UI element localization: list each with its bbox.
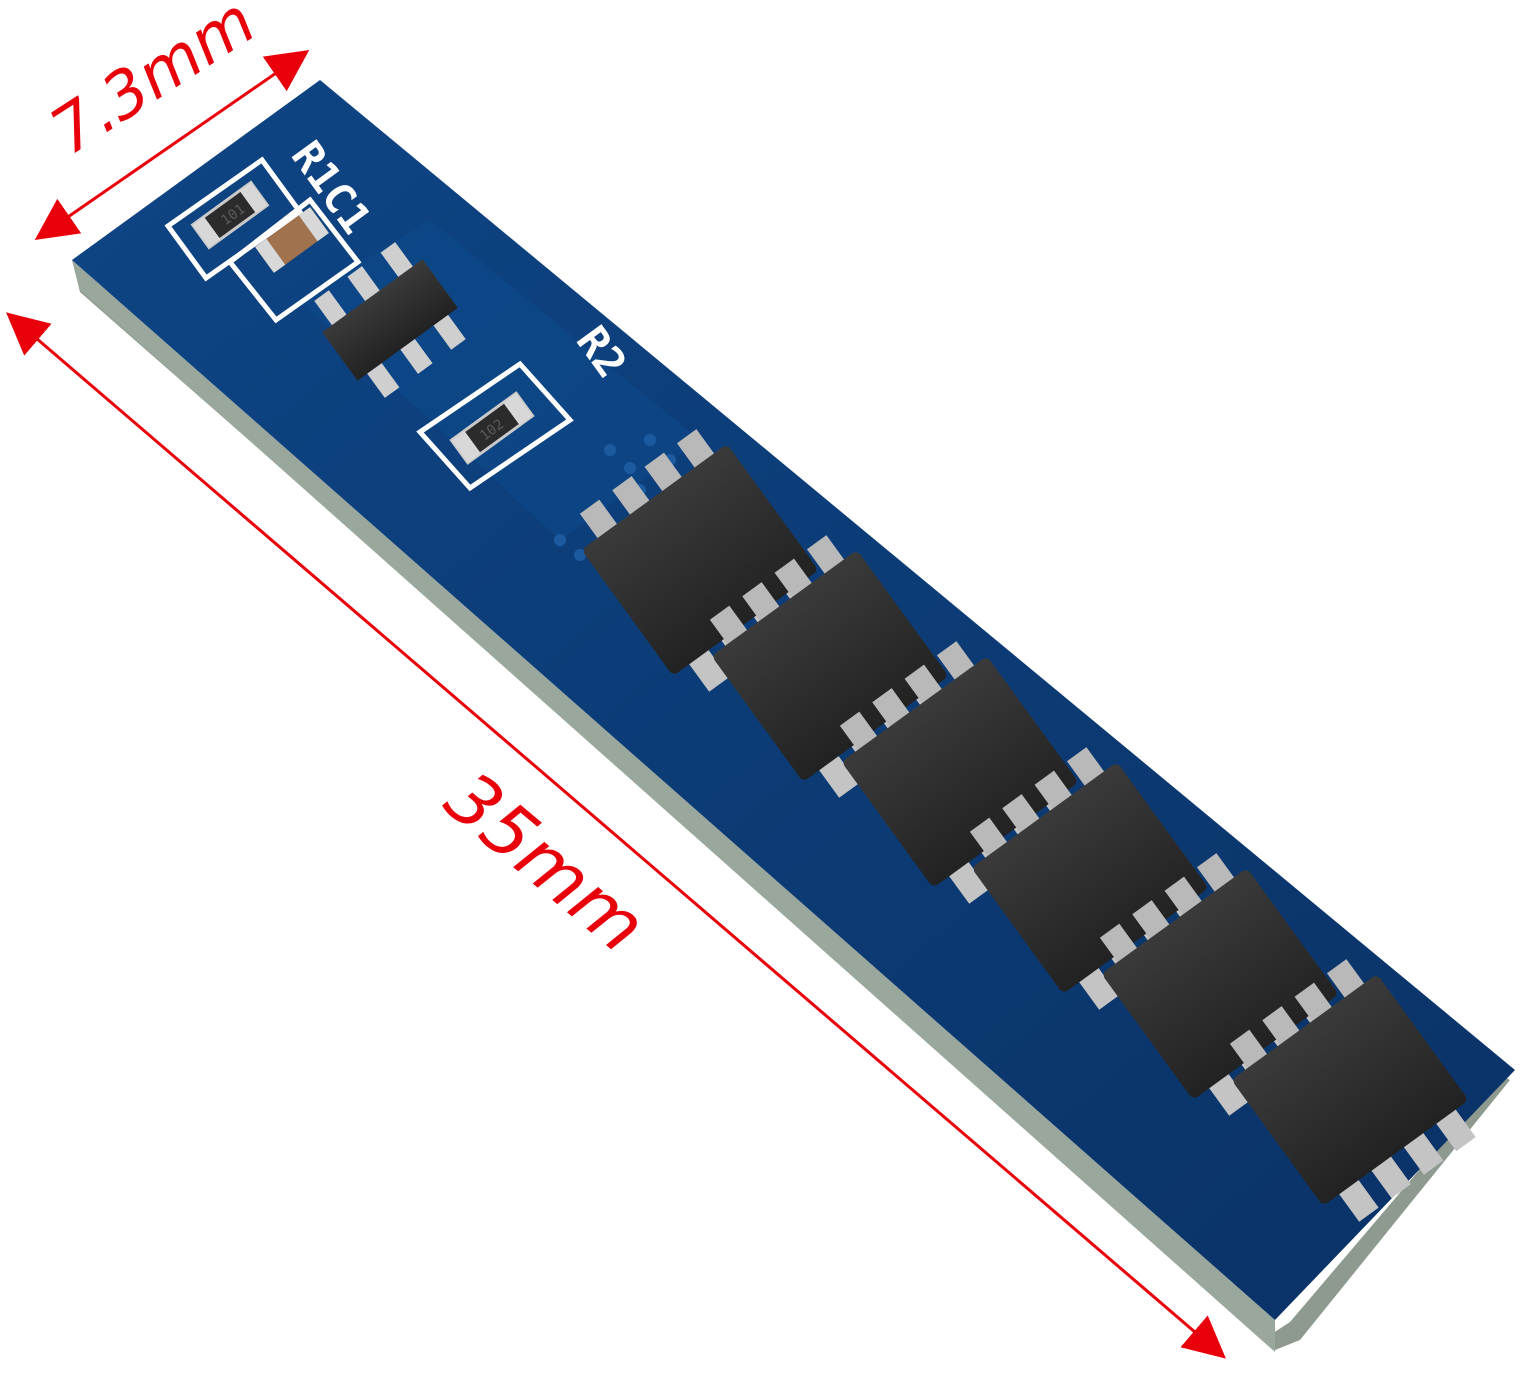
length-dimension-arrow: [6, 312, 1226, 1359]
protection-ic: [314, 242, 466, 398]
resistor-r2: 102: [449, 391, 535, 465]
mosfet-package: [1229, 959, 1476, 1222]
silkscreen-outlines: [164, 156, 574, 492]
mosfet-array: [579, 429, 1476, 1222]
resistor-r1: 101: [190, 180, 270, 250]
width-dimension-arrow: [34, 50, 310, 240]
capacitor-c1: [255, 207, 329, 273]
